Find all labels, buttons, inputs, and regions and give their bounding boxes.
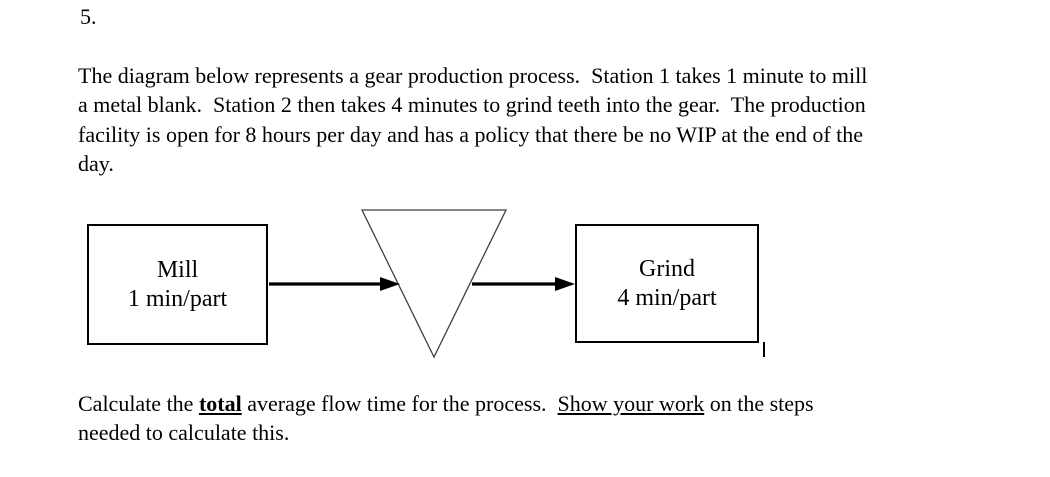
inventory-triangle-icon (360, 209, 508, 359)
intro-paragraph: The diagram below represents a gear prod… (78, 63, 868, 176)
flow-arrow-icon (472, 277, 575, 291)
station-rate: 1 min/part (127, 285, 228, 312)
station-name: Mill (156, 256, 199, 283)
station-rate: 4 min/part (617, 284, 717, 311)
station-name: Grind (639, 255, 695, 282)
mill-station-box: Mill 1 min/part (87, 224, 268, 345)
flow-arrow-icon (269, 277, 400, 291)
task-paragraph: Calculate the total average flow time fo… (78, 391, 814, 446)
question-number: 5. (80, 4, 97, 29)
grind-station-box: Grind 4 min/part (575, 224, 759, 343)
